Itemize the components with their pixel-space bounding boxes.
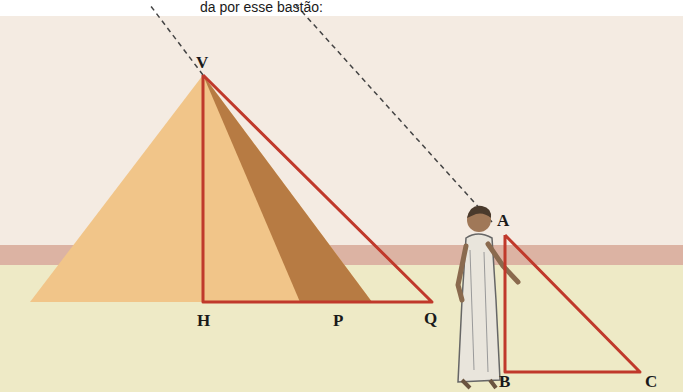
point-label: P [333, 312, 343, 329]
caption-fragment: da por esse bastão: [200, 0, 323, 14]
pyramid [30, 75, 372, 302]
point-label: H [197, 312, 210, 329]
arm [488, 244, 518, 282]
sun-ray [150, 5, 203, 75]
pyramid-triangle [203, 75, 432, 302]
point-label: A [497, 212, 509, 229]
arm [458, 246, 466, 300]
feet [462, 380, 496, 388]
point-label: C [645, 373, 657, 390]
point-label: V [196, 54, 208, 71]
pyramid-shadow [203, 75, 372, 302]
point-label: Q [424, 310, 437, 327]
top-strip [0, 0, 683, 16]
point-label: B [499, 373, 510, 390]
sun-ray [296, 5, 492, 222]
robe-folds [470, 250, 488, 372]
man-figure [458, 206, 518, 388]
stick-triangle [505, 235, 640, 372]
hair [467, 206, 491, 218]
